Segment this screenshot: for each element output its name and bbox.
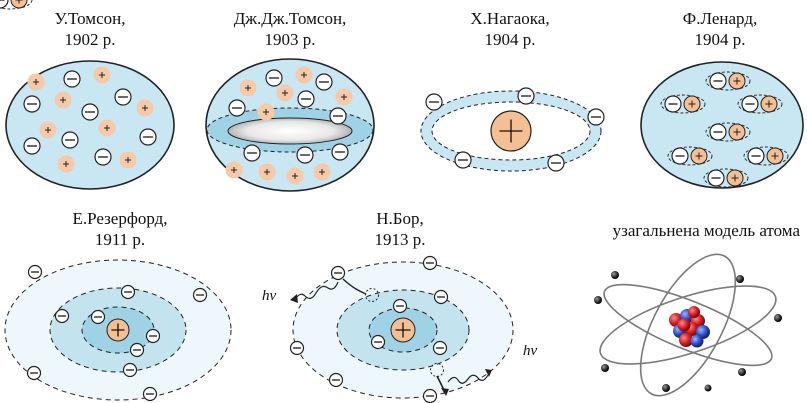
electron	[140, 129, 156, 145]
electron	[229, 100, 245, 116]
jj-thomson-1903-model	[206, 59, 374, 191]
electron	[330, 374, 343, 387]
electron	[56, 310, 69, 323]
electron	[332, 144, 348, 160]
electron	[24, 138, 40, 154]
electron	[435, 291, 448, 304]
electron	[426, 94, 442, 110]
electron	[330, 108, 346, 124]
generalized-atom-model	[592, 240, 784, 403]
electron	[297, 147, 313, 163]
electron	[332, 267, 345, 280]
positive-charge	[55, 92, 72, 109]
electron	[82, 104, 98, 120]
electron	[424, 257, 437, 270]
electron	[122, 286, 135, 299]
electron	[372, 336, 385, 349]
electron	[774, 314, 782, 322]
positive-charge	[137, 100, 154, 117]
electron	[611, 271, 619, 279]
electron	[316, 74, 332, 90]
positive-charge	[287, 168, 304, 185]
electron	[548, 155, 564, 171]
electron	[455, 152, 471, 168]
electron	[124, 364, 137, 377]
photon-label: hν	[262, 288, 277, 304]
positive-charge	[94, 67, 111, 84]
electron	[736, 275, 744, 283]
electron	[518, 88, 534, 104]
positive-charge	[314, 164, 331, 181]
electron	[95, 149, 111, 165]
electron	[24, 96, 40, 112]
electron	[92, 311, 105, 324]
electron	[588, 109, 604, 125]
electron	[62, 132, 78, 148]
electron	[244, 145, 260, 161]
positive-charge	[336, 89, 353, 106]
nucleus-cluster	[669, 306, 710, 348]
positive-charge	[259, 164, 276, 181]
electron	[64, 71, 80, 87]
electron	[266, 70, 282, 86]
electron	[434, 342, 447, 355]
electron	[291, 342, 304, 355]
positive-charge	[226, 162, 243, 179]
positive-charge	[258, 104, 275, 121]
bohr-1913-model: hν hν	[262, 257, 538, 403]
photon-arrowhead	[290, 294, 298, 303]
nagaoka-1904-model	[421, 88, 604, 171]
electron	[28, 367, 41, 380]
positive-charge	[277, 85, 294, 102]
photon-label: hν	[523, 343, 538, 359]
electron	[738, 368, 746, 376]
electron	[424, 390, 437, 403]
electron	[298, 91, 314, 107]
dynamid-pair	[0, 0, 32, 9]
rutherford-1911-model	[5, 260, 231, 401]
positive-charge	[120, 152, 137, 169]
thomson-1902-model	[6, 61, 174, 189]
positive-charge	[296, 67, 313, 84]
electron	[115, 89, 131, 105]
electron	[131, 344, 144, 357]
positive-charge	[40, 122, 57, 139]
electron	[662, 384, 670, 392]
positive-charge	[240, 80, 257, 97]
electron	[144, 388, 157, 401]
electron	[594, 296, 602, 304]
electron	[194, 289, 207, 302]
electron	[601, 364, 609, 372]
electron	[147, 330, 160, 343]
electron	[394, 300, 407, 313]
electron	[705, 385, 712, 392]
positive-charge	[28, 74, 45, 91]
electron	[29, 266, 42, 279]
positive-charge	[99, 120, 116, 137]
positive-charge	[58, 156, 75, 173]
